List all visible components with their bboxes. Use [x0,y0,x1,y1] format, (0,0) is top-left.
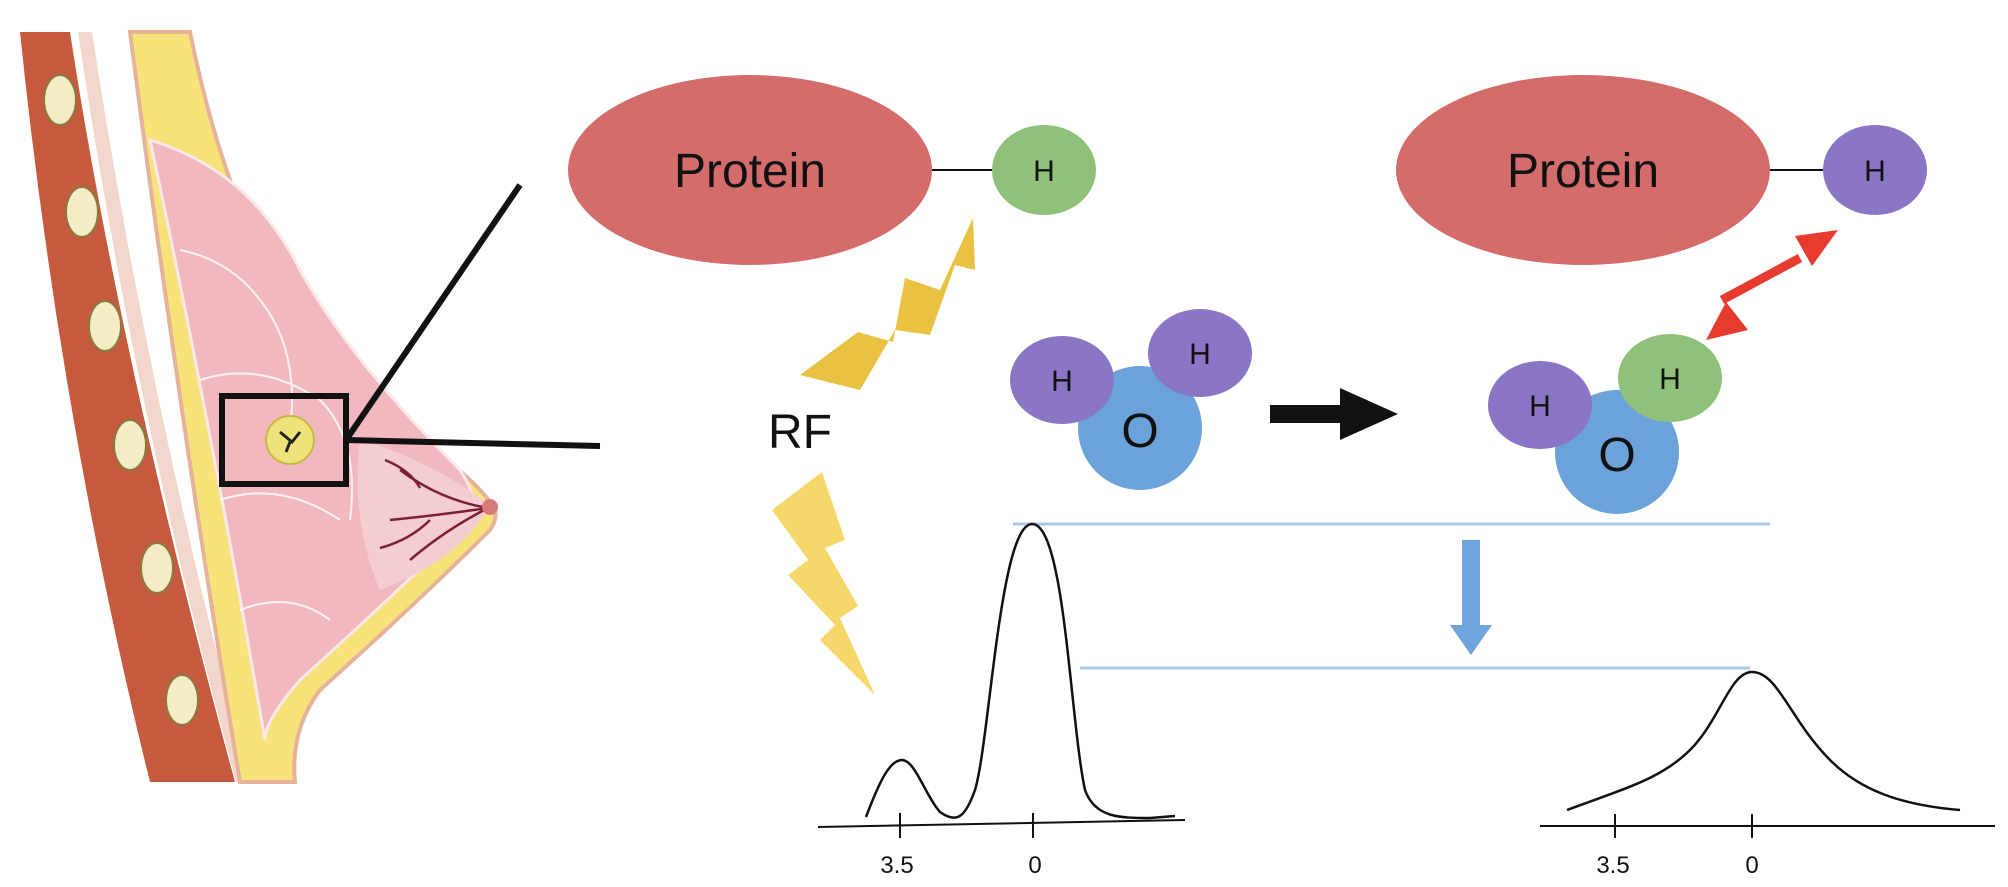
breast-anatomy-illustration [20,30,498,784]
water-right-hydrogen-green-label: H [1659,363,1681,396]
protein-left-group: Protein H [568,75,1096,265]
tissue-lobules [179,249,353,621]
water-left-oxygen-label: O [1121,405,1158,458]
rf-pulse: RF [768,218,975,695]
rf-label: RF [768,406,832,459]
chest-wall-stripe [78,32,250,782]
rib-cross-sections [43,74,199,726]
protein-left-hydrogen-label: H [1033,155,1055,188]
protein-right-ellipse [1396,75,1770,265]
water-right-hydrogen-purple-label: H [1529,390,1551,423]
signal-decrease-arrow-icon [1450,540,1492,655]
lightning-upper-icon [800,218,975,390]
water-left-hydrogen-a [1010,336,1114,424]
water-right-hydrogen-green [1618,334,1722,422]
water-molecule-right: H H O [1488,334,1722,514]
water-left-hydrogen-b-label: H [1189,338,1211,371]
zoom-line-upper [343,183,523,442]
protein-right-hydrogen-label: H [1864,155,1886,188]
nipple [482,499,498,515]
exchange-double-arrow-icon [1706,230,1838,340]
protein-right-group: Protein H [1396,75,1927,265]
water-left-hydrogen-a-label: H [1051,365,1073,398]
water-right-hydrogen-purple [1488,361,1592,449]
milk-ducts [379,458,489,561]
spectrum-right: 3.5 0 [1540,670,1995,879]
spectrum-right-curve [1566,670,1961,812]
spectrum-left-axis [817,819,1186,828]
lightning-lower-icon [772,472,875,695]
spectrum-left: 3.5 0 [817,522,1186,879]
tumor-core [279,430,302,453]
spectrum-right-tick-label-0: 0 [1745,852,1758,879]
areola [357,440,490,590]
protein-right-label: Protein [1507,145,1659,198]
water-molecule-left: H H O [1010,309,1252,490]
water-right-oxygen-label: O [1598,429,1635,482]
spectrum-left-curve [864,522,1176,820]
spectrum-right-tick-label-3-5: 3.5 [1596,852,1629,879]
protein-right-hydrogen-atom [1823,125,1927,215]
protein-left-ellipse [568,75,932,265]
zoom-line-lower [345,437,601,449]
water-left-hydrogen-b [1148,309,1252,397]
spectrum-left-tick-label-3-5: 3.5 [880,852,913,879]
protein-left-hydrogen-atom [992,125,1096,215]
spectrum-left-tick-label-0: 0 [1028,852,1041,879]
protein-left-label: Protein [674,145,826,198]
transition-arrow-icon [1270,388,1398,440]
